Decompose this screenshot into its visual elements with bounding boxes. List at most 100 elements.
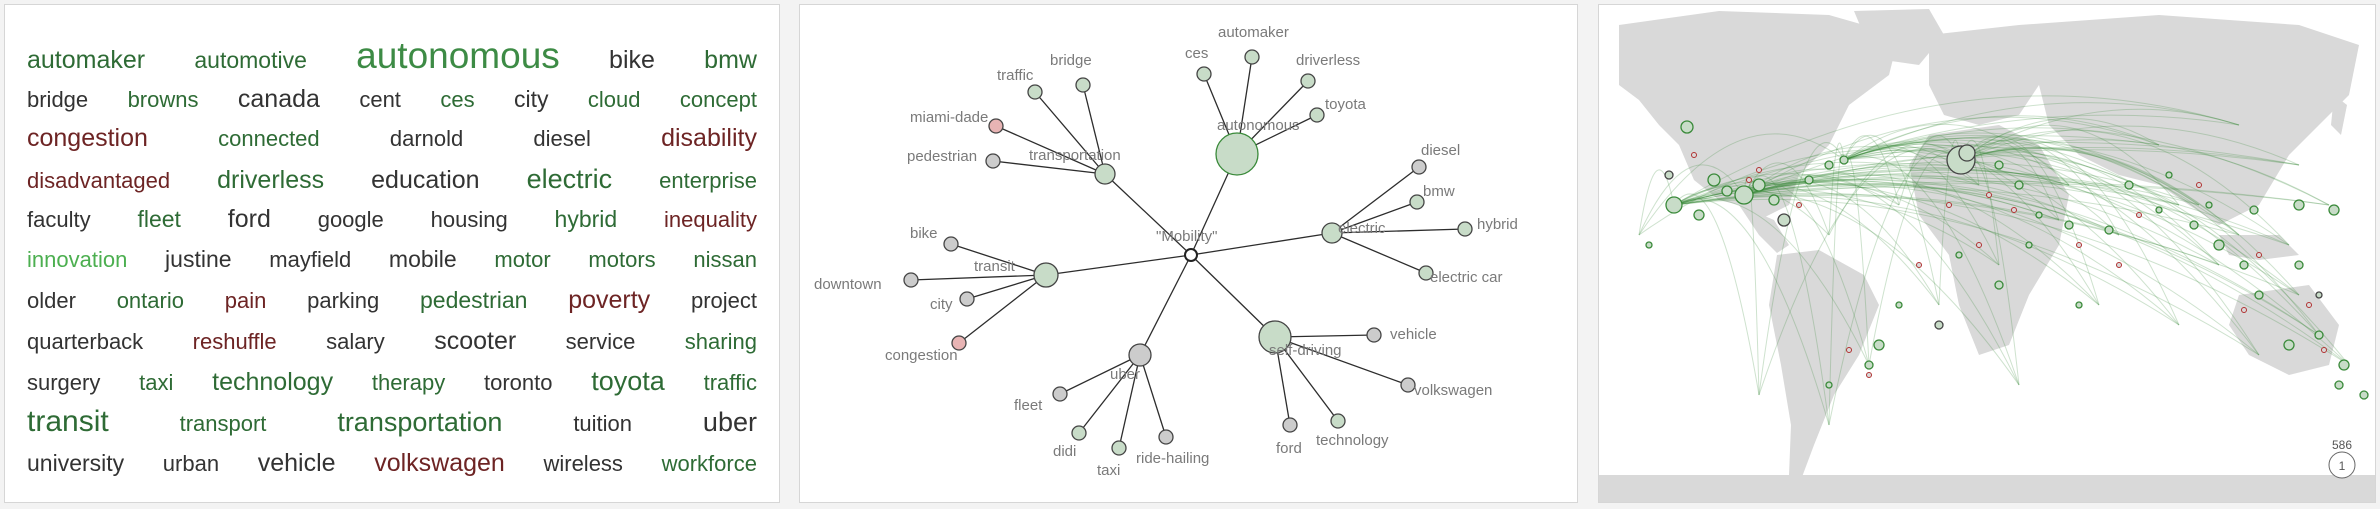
- cloud-word-faculty[interactable]: faculty: [27, 207, 91, 232]
- network-node-automaker[interactable]: [1244, 49, 1260, 65]
- cloud-word-browns[interactable]: browns: [127, 87, 199, 112]
- network-node-bike[interactable]: [943, 236, 959, 252]
- cloud-word-volkswagen[interactable]: volkswagen: [374, 449, 505, 477]
- cloud-word-therapy[interactable]: therapy: [371, 370, 446, 395]
- cloud-word-inequality[interactable]: inequality: [664, 207, 757, 232]
- cloud-word-transportation[interactable]: transportation: [337, 407, 503, 437]
- cloud-word-sharing[interactable]: sharing: [684, 329, 757, 354]
- cloud-word-innovation[interactable]: innovation: [27, 247, 128, 272]
- cloud-word-poverty[interactable]: poverty: [568, 286, 651, 314]
- network-node-bridge[interactable]: [1075, 77, 1091, 93]
- cloud-word-darnold[interactable]: darnold: [389, 126, 464, 151]
- network-node-pedestrian[interactable]: [985, 153, 1001, 169]
- network-node-downtown[interactable]: [903, 272, 919, 288]
- network-node-hybrid[interactable]: [1457, 221, 1473, 237]
- cloud-word-automotive[interactable]: automotive: [194, 47, 307, 73]
- cloud-word-uber[interactable]: uber: [702, 407, 757, 437]
- cloud-word-autonomous[interactable]: autonomous: [356, 35, 560, 76]
- network-node-electric-car[interactable]: [1418, 265, 1434, 281]
- cloud-word-nissan[interactable]: nissan: [693, 247, 757, 272]
- cloud-word-reshuffle[interactable]: reshuffle: [192, 329, 277, 354]
- network-node-didi[interactable]: [1071, 425, 1087, 441]
- cloud-word-fleet[interactable]: fleet: [137, 206, 181, 232]
- network-node-ride-hailing[interactable]: [1158, 429, 1174, 445]
- network-node-miami-dade[interactable]: [988, 118, 1004, 134]
- cloud-word-mobile[interactable]: mobile: [388, 246, 457, 272]
- network-node-congestion[interactable]: [951, 335, 967, 351]
- cloud-word-motor[interactable]: motor: [494, 247, 551, 272]
- cloud-word-surgery[interactable]: surgery: [27, 370, 101, 395]
- cloud-word-diesel[interactable]: diesel: [533, 126, 591, 151]
- cloud-word-parking[interactable]: parking: [307, 288, 380, 313]
- network-node-diesel[interactable]: [1411, 159, 1427, 175]
- cloud-word-ces[interactable]: ces: [440, 87, 475, 112]
- network-node-traffic[interactable]: [1027, 84, 1043, 100]
- cloud-word-taxi[interactable]: taxi: [139, 370, 174, 395]
- cloud-word-congestion[interactable]: congestion: [27, 124, 148, 152]
- cloud-word-service[interactable]: service: [565, 329, 636, 354]
- network-center-node[interactable]: [1184, 248, 1198, 262]
- cloud-word-electric[interactable]: electric: [526, 164, 613, 194]
- cloud-word-automaker[interactable]: automaker: [27, 46, 146, 74]
- cloud-word-project[interactable]: project: [690, 288, 757, 313]
- cloud-word-scooter[interactable]: scooter: [434, 327, 517, 355]
- cloud-word-housing[interactable]: housing: [430, 207, 508, 232]
- cloud-word-salary[interactable]: salary: [326, 329, 385, 354]
- cloud-word-canada[interactable]: canada: [237, 85, 320, 113]
- cloud-word-concept[interactable]: concept: [679, 87, 757, 112]
- network-node-volkswagen[interactable]: [1400, 377, 1416, 393]
- cloud-word-mayfield[interactable]: mayfield: [269, 247, 352, 272]
- network-node-city[interactable]: [959, 291, 975, 307]
- cloud-word-connected[interactable]: connected: [218, 126, 320, 151]
- cloud-word-disadvantaged[interactable]: disadvantaged: [27, 168, 171, 193]
- network-node-taxi[interactable]: [1111, 440, 1127, 456]
- network-node-ford[interactable]: [1282, 417, 1298, 433]
- cloud-word-technology[interactable]: technology: [212, 368, 334, 396]
- cloud-word-older[interactable]: older: [27, 288, 76, 313]
- cloud-word-cloud[interactable]: cloud: [587, 87, 641, 112]
- cloud-word-toronto[interactable]: toronto: [484, 370, 553, 395]
- network-node-fleet[interactable]: [1052, 386, 1068, 402]
- cloud-word-motors[interactable]: motors: [588, 247, 656, 272]
- cloud-word-tuition[interactable]: tuition: [573, 411, 633, 436]
- network-node-ces[interactable]: [1196, 66, 1212, 82]
- cloud-word-wireless[interactable]: wireless: [543, 451, 623, 476]
- network-node-toyota[interactable]: [1309, 107, 1325, 123]
- cloud-word-urban[interactable]: urban: [162, 451, 220, 476]
- cloud-word-pedestrian[interactable]: pedestrian: [420, 287, 528, 313]
- cloud-word-toyota[interactable]: toyota: [591, 366, 665, 396]
- cloud-word-education[interactable]: education: [371, 166, 480, 194]
- cloud-word-justine[interactable]: justine: [165, 246, 232, 272]
- cloud-word-google[interactable]: google: [317, 207, 384, 232]
- network-hub-autonomous[interactable]: [1215, 132, 1259, 176]
- cloud-word-quarterback[interactable]: quarterback: [27, 329, 144, 354]
- cloud-word-bmw[interactable]: bmw: [704, 46, 757, 74]
- cloud-word-hybrid[interactable]: hybrid: [554, 206, 618, 232]
- network-hub-transportation[interactable]: [1094, 163, 1116, 185]
- cloud-word-driverless[interactable]: driverless: [217, 166, 325, 194]
- network-hub-electric[interactable]: [1321, 222, 1343, 244]
- cloud-word-enterprise[interactable]: enterprise: [659, 168, 757, 193]
- cloud-word-traffic[interactable]: traffic: [703, 370, 757, 395]
- cloud-word-workforce[interactable]: workforce: [661, 451, 757, 476]
- network-hub-transit[interactable]: [1033, 262, 1059, 288]
- cloud-word-university[interactable]: university: [27, 450, 125, 476]
- cloud-word-city[interactable]: city: [513, 86, 549, 112]
- cloud-word-transit[interactable]: transit: [27, 405, 109, 438]
- cloud-word-transport[interactable]: transport: [179, 411, 267, 436]
- network-hub-self-driving[interactable]: [1258, 320, 1292, 354]
- cloud-word-pain[interactable]: pain: [224, 288, 267, 313]
- network-node-driverless[interactable]: [1300, 73, 1316, 89]
- cloud-word-ford[interactable]: ford: [227, 205, 271, 233]
- cloud-word-vehicle[interactable]: vehicle: [257, 449, 336, 477]
- cloud-word-ontario[interactable]: ontario: [116, 288, 184, 313]
- cloud-word-disability[interactable]: disability: [661, 124, 757, 152]
- network-node-vehicle[interactable]: [1366, 327, 1382, 343]
- cloud-word-bike[interactable]: bike: [609, 46, 655, 74]
- network-node-bmw[interactable]: [1409, 194, 1425, 210]
- network-hub-uber[interactable]: [1128, 343, 1152, 367]
- network-node-technology[interactable]: [1330, 413, 1346, 429]
- cloud-word-bridge[interactable]: bridge: [27, 87, 89, 112]
